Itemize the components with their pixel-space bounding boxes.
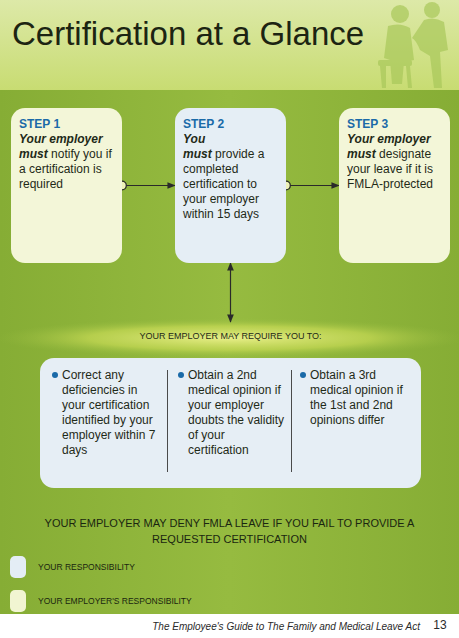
option-text: Obtain a 3rd medical opinion if the 1st …: [310, 368, 414, 428]
note-text: YOUR EMPLOYER MAY DENY FMLA LEAVE IF YOU…: [18, 515, 441, 547]
connector-arrow: [122, 185, 175, 186]
step-box: STEP 3Your employer mustdesignate your l…: [339, 108, 450, 263]
legend-text: YOUR RESPONSIBILITY: [38, 562, 438, 573]
option-text: Correct any deficiencies in your certifi…: [62, 368, 164, 458]
connector-arrow: [286, 185, 339, 186]
options-group: YOUR EMPLOYER MAY REQUIRE YOU TO: Correct…: [40, 322, 421, 488]
step-body: You mustprovide a completed certificatio…: [183, 132, 279, 222]
band-glow: [0, 318, 459, 358]
option-item: Obtain a 3rd medical opinion if the 1st …: [298, 368, 414, 428]
step-box: STEP 1Your employer mustnotify you if a …: [11, 108, 122, 263]
step-body: Your employer mustnotify you if a certif…: [19, 132, 115, 192]
legend-text: YOUR EMPLOYER'S RESPONSIBILITY: [38, 596, 438, 607]
green-ground: [0, 0, 459, 614]
legend-swatch: [10, 590, 26, 612]
option-text: Obtain a 2nd medical opinion if your emp…: [188, 368, 286, 458]
column-divider: [291, 370, 292, 472]
column-divider: [167, 370, 168, 472]
footer-text: The Employee's Guide to The Family and M…: [110, 620, 420, 633]
option-item: Obtain a 2nd medical opinion if your emp…: [176, 368, 286, 458]
legend-swatch: [10, 556, 26, 578]
group-heading: YOUR EMPLOYER MAY REQUIRE YOU TO:: [40, 330, 421, 342]
option-item: Correct any deficiencies in your certifi…: [50, 368, 164, 458]
step-body: Your employer mustdesignate your leave i…: [347, 132, 443, 192]
page-number: 13: [428, 618, 452, 633]
footer-band: [0, 614, 459, 638]
people-illustration: [378, 2, 448, 88]
header-band: [0, 0, 459, 90]
page-title: Certification at a Glance: [12, 14, 372, 54]
step-label: STEP 1: [19, 117, 115, 132]
emphasis-text: You must: [183, 132, 212, 161]
step-label: STEP 2: [183, 117, 279, 132]
step-box: STEP 2You mustprovide a completed certif…: [175, 108, 286, 263]
connector-arrow: [230, 263, 231, 322]
step-label: STEP 3: [347, 117, 443, 132]
